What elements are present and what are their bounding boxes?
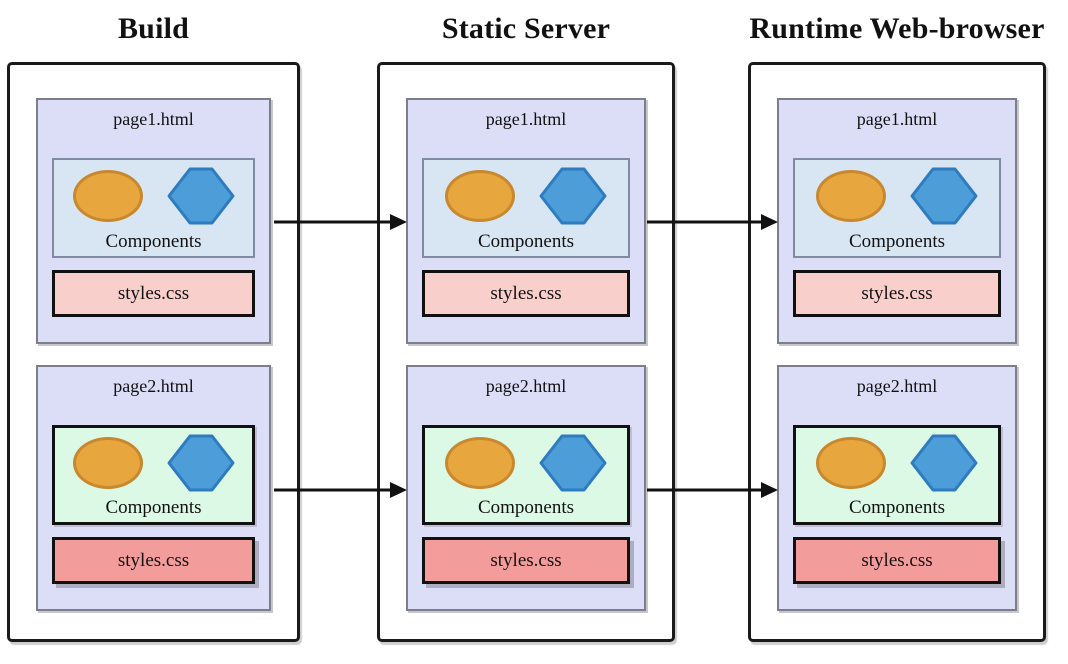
styles-label: styles.css xyxy=(861,549,933,571)
ellipse-shape xyxy=(72,437,143,489)
build-page2-components-box: Components xyxy=(52,425,255,525)
ellipse-shape xyxy=(816,170,886,222)
column-title-runtime-web-browser: Runtime Web-browser xyxy=(749,12,1045,45)
hexagon-shape xyxy=(167,434,234,492)
runtime-page1-components-box: Components xyxy=(793,158,1001,258)
runtime-page2-box: page2.html Components styles.css xyxy=(777,365,1017,611)
static-server-page2-box: page2.html Components styles.css xyxy=(406,365,646,611)
column-title-static-server: Static Server xyxy=(441,12,611,45)
hexagon-shape xyxy=(167,167,234,225)
runtime-page1-label: page1.html xyxy=(856,109,938,129)
static-server-page1-components-box: Components xyxy=(422,158,630,258)
ellipse-shape xyxy=(816,437,886,489)
runtime-page2-components-box: Components xyxy=(793,425,1001,525)
static-server-page2-styles-box: styles.css xyxy=(422,537,630,584)
build-page1-box: page1.html Components styles.css xyxy=(36,98,271,344)
static-server-page1-label: page1.html xyxy=(485,109,567,129)
static-server-page1-box: page1.html Components styles.css xyxy=(406,98,646,344)
build-page2-label: page2.html xyxy=(113,376,194,396)
static-server-container: page1.html Components styles.css page2.h… xyxy=(377,62,675,642)
build-page1-styles-box: styles.css xyxy=(52,270,255,317)
static-server-page1-styles-box: styles.css xyxy=(422,270,630,317)
components-label: Components xyxy=(848,231,946,252)
runtime-page1-styles-box: styles.css xyxy=(793,270,1001,317)
ellipse-shape xyxy=(445,437,515,489)
styles-label: styles.css xyxy=(117,549,190,571)
shapes-row xyxy=(445,430,607,496)
build-page1-components-box: Components xyxy=(52,158,255,258)
runtime-page2-styles-box: styles.css xyxy=(793,537,1001,584)
runtime-web-browser-container: page1.html Components styles.css page2.h… xyxy=(748,62,1046,642)
runtime-page2-label: page2.html xyxy=(856,376,938,396)
build-page2-box: page2.html Components styles.css xyxy=(36,365,271,611)
build-page1-label: page1.html xyxy=(113,109,194,129)
ellipse-shape xyxy=(445,170,515,222)
shapes-row xyxy=(816,162,978,230)
styles-label: styles.css xyxy=(861,282,933,304)
ellipse-shape xyxy=(72,170,143,222)
hexagon-shape xyxy=(910,434,978,492)
shapes-row xyxy=(816,430,978,496)
static-server-page2-label: page2.html xyxy=(485,376,567,396)
styles-label: styles.css xyxy=(490,549,562,571)
column-title-build: Build xyxy=(117,12,190,45)
hexagon-shape xyxy=(910,167,978,225)
hexagon-shape xyxy=(539,434,607,492)
build-container: page1.html Components styles.css page2.h… xyxy=(7,62,300,642)
components-label: Components xyxy=(477,497,575,518)
components-label: Components xyxy=(105,497,202,518)
build-page2-styles-box: styles.css xyxy=(52,537,255,584)
shapes-row xyxy=(72,430,235,496)
styles-label: styles.css xyxy=(490,282,562,304)
shapes-row xyxy=(72,162,235,230)
components-label: Components xyxy=(105,231,202,252)
hexagon-shape xyxy=(539,167,607,225)
shapes-row xyxy=(445,162,607,230)
styles-label: styles.css xyxy=(117,282,190,304)
runtime-page1-box: page1.html Components styles.css xyxy=(777,98,1017,344)
static-server-page2-components-box: Components xyxy=(422,425,630,525)
components-label: Components xyxy=(477,231,575,252)
components-label: Components xyxy=(848,497,946,518)
